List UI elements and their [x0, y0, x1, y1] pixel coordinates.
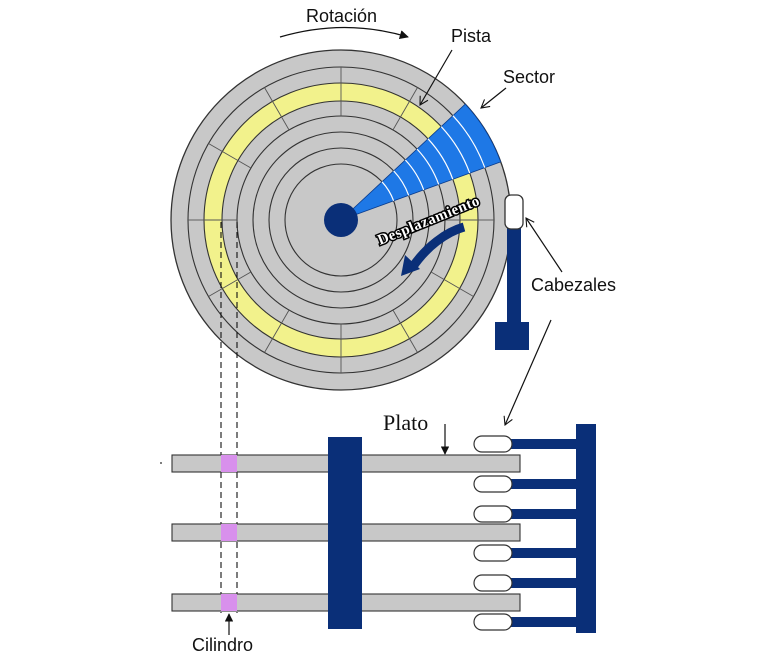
sector-divider-4: [208, 143, 223, 152]
sector-wedge: [340, 103, 502, 221]
cylinder-segment-1: [221, 455, 237, 472]
spindle: [324, 203, 358, 237]
head-arm-6: [508, 617, 578, 627]
side-head-3: [473, 505, 513, 523]
sector-divider-1: [409, 87, 418, 102]
platter-stack-side-view: [171, 437, 521, 629]
platter-label: Plato: [383, 410, 428, 435]
sector-divider-29: [281, 309, 290, 324]
platter-ring-5: [252, 131, 430, 309]
sector-divider-15: [222, 151, 239, 161]
sector-divider-6: [208, 288, 223, 297]
side-head-6: [473, 613, 513, 631]
sector-ring-arc-3: [427, 138, 454, 180]
actuator-post: [576, 424, 596, 633]
sector-ring-arc-2: [440, 126, 471, 174]
sector-ring-arc-6: [393, 170, 410, 196]
cylinder-segment-2: [221, 524, 237, 541]
head-arm-2: [508, 479, 578, 489]
heads-pointer-side: [503, 319, 552, 427]
platter-ring-6: [268, 147, 414, 293]
sector-divider-7: [264, 338, 273, 353]
sector-divider-31: [392, 309, 401, 324]
heads-pointer-top: [525, 217, 563, 273]
platter-top-view: [170, 49, 512, 391]
sector-divider-23: [392, 116, 401, 131]
sector-divider-25: [281, 116, 290, 131]
head-arm-shaft: [507, 222, 521, 330]
sector-ring-arc-4: [416, 148, 440, 185]
sector-divider-9: [409, 338, 418, 353]
side-head-5: [473, 574, 513, 592]
stray-dot: [160, 462, 162, 464]
head-arm-top: [495, 194, 529, 350]
sector-divider-32: [430, 271, 445, 280]
track-label: Pista: [451, 26, 492, 46]
track-pointer: [419, 49, 453, 106]
sector-dividers: [188, 67, 494, 373]
cylinder-label: Cilindro: [192, 635, 253, 655]
sector-divider-20: [400, 322, 410, 339]
sector-ring-arc-5: [404, 159, 425, 191]
seek-arrow: [408, 222, 466, 271]
sector-divider-3: [264, 87, 273, 102]
head-arm-base: [495, 322, 529, 350]
seek-arrowhead: [401, 255, 420, 276]
side-head-1: [473, 435, 513, 453]
rotation-label: Rotación: [306, 6, 377, 26]
sector-divider-10: [459, 288, 474, 297]
head-arm-3: [508, 509, 578, 519]
side-head-2: [473, 475, 513, 493]
side-head-4: [473, 544, 513, 562]
sector-divider-26: [237, 160, 252, 169]
head-arm-1: [508, 439, 578, 449]
sector-ring-arc-7: [381, 181, 395, 202]
sector-label: Sector: [503, 67, 555, 87]
spindle-side: [328, 437, 362, 629]
heads-label: Cabezales: [531, 275, 616, 295]
sector-divider-28: [237, 271, 252, 280]
sector-divider-14: [272, 101, 282, 118]
sector-divider-18: [272, 322, 282, 339]
cylinder-segment-3: [221, 594, 237, 611]
head-arm-4: [508, 548, 578, 558]
head-arm-5: [508, 578, 578, 588]
head-assembly-side: [473, 424, 596, 633]
sector-divider-12: [400, 101, 410, 118]
sector-divider-17: [222, 279, 239, 289]
platter-ring-7: [284, 163, 398, 277]
sector-ring-arc-1: [452, 115, 486, 168]
rotation-arrow: [279, 26, 409, 39]
sector-divider-21: [443, 279, 460, 289]
sector-pointer: [480, 87, 507, 109]
sector-arcs: [381, 115, 486, 202]
read-write-head: [504, 194, 524, 230]
